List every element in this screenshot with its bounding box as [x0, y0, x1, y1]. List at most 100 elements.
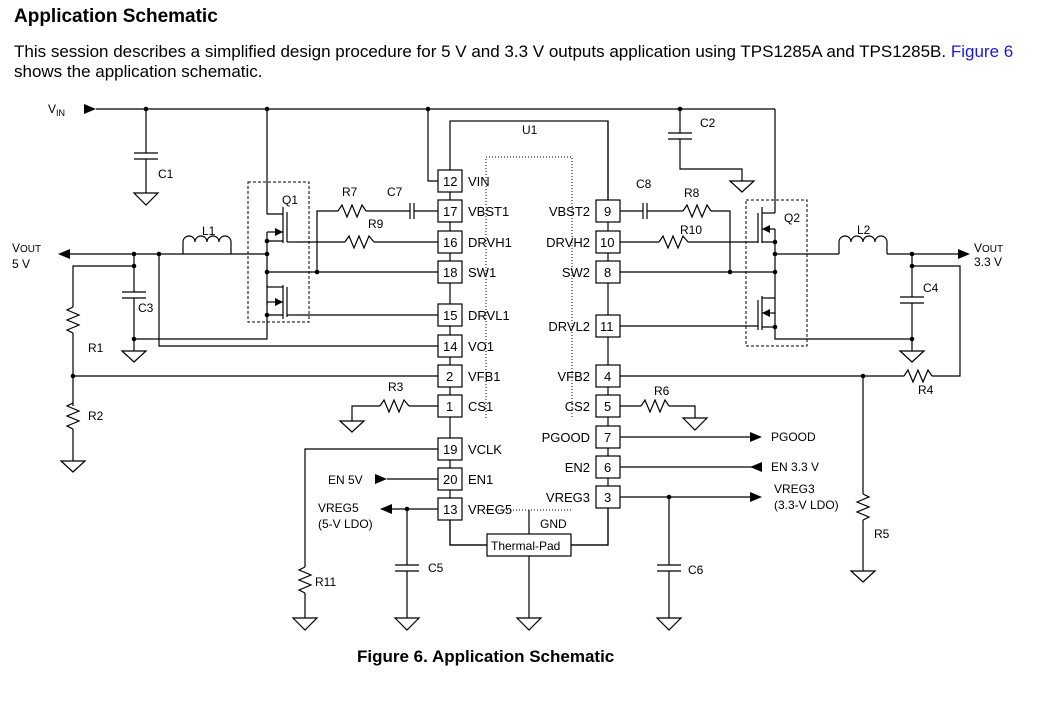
schematic-label: VCLK: [468, 442, 502, 457]
schematic-label: EN1: [468, 472, 493, 487]
schematic-label: C5: [428, 561, 444, 575]
pin-15: 15 DRVL1: [437, 303, 510, 327]
schematic-label: VREG5: [468, 502, 512, 517]
schematic-label: 11: [600, 319, 614, 334]
schematic-label: PGOOD: [542, 430, 590, 445]
figure-caption: Figure 6. Application Schematic: [357, 647, 615, 666]
schematic-label: C3: [138, 301, 154, 315]
schematic-label: C2: [700, 116, 716, 130]
section-heading: Application Schematic: [14, 6, 218, 27]
schematic-label: 4: [604, 369, 611, 384]
schematic-label: VFB1: [468, 369, 501, 384]
schematic-label: R1: [88, 341, 104, 355]
schematic-label: PGOOD: [771, 430, 816, 444]
schematic-label: DRVL2: [548, 319, 590, 334]
schematic-label: V: [48, 102, 56, 116]
vout-left-label: VOUT: [12, 241, 41, 255]
right-wiring: C2 Q2 C8 R8: [607, 109, 1003, 631]
schematic-label: 9: [604, 204, 611, 219]
schematic-label: 2: [446, 369, 453, 384]
schematic-label: 17: [443, 204, 457, 219]
schematic-label: VREG3: [546, 490, 590, 505]
vin-net: VIN: [48, 102, 776, 213]
left-wiring: Q1 R9 R7 C7: [12, 109, 609, 631]
schematic-label: Q1: [282, 193, 298, 207]
schematic-label: EN 5V: [328, 473, 363, 487]
schematic-label: DRVH2: [546, 235, 590, 250]
schematic-label: (3.3-V LDO): [774, 498, 839, 512]
schematic-label: 8: [604, 265, 611, 280]
pin-10: 10 DRVH2: [546, 230, 621, 254]
schematic-label: R9: [368, 217, 384, 231]
ic-u1: U1 Thermal-Pad GND: [449, 120, 609, 631]
schematic-label: 19: [443, 442, 457, 457]
schematic-label: 16: [443, 235, 457, 250]
pin-3: 3 VREG3: [546, 485, 621, 509]
schematic-label: VFB2: [557, 369, 590, 384]
schematic-label: C6: [688, 563, 704, 577]
schematic-label: CS2: [565, 399, 590, 414]
schematic-label: R6: [654, 384, 670, 398]
pin-7: 7 PGOOD: [542, 425, 621, 449]
figure-link[interactable]: Figure 6: [950, 42, 1014, 61]
pin-4: 4 VFB2: [557, 364, 621, 388]
schematic-label: 3.3 V: [974, 255, 1002, 269]
schematic-label: 13: [443, 502, 457, 517]
schematic-label: EN2: [565, 460, 590, 475]
paragraph-text-2: shows the application schematic.: [14, 62, 263, 81]
schematic-label: DRVL1: [468, 308, 510, 323]
vin-label: VIN: [48, 102, 65, 118]
pin-19: 19 VCLK: [437, 437, 502, 461]
vout-right-label: VOUT: [974, 241, 1003, 255]
schematic-label: VIN: [468, 174, 490, 189]
schematic-label: R4: [918, 383, 934, 397]
schematic-label: CS1: [468, 399, 493, 414]
pin-11: 11 DRVL2: [548, 314, 621, 338]
paragraph-text-1: This session describes a simplified desi…: [14, 42, 951, 61]
schematic-label: L1: [202, 224, 216, 238]
schematic-label: VO1: [468, 339, 494, 354]
schematic-label: (5-V LDO): [318, 517, 373, 531]
schematic-label: C7: [387, 185, 403, 199]
schematic-label: 12: [443, 174, 457, 189]
schematic-label: R2: [88, 409, 104, 423]
schematic-label: R11: [315, 575, 336, 589]
schematic-label: R10: [680, 223, 702, 237]
schematic-label: 20: [443, 472, 457, 487]
schematic-label: 3: [604, 490, 611, 505]
schematic-label: SW2: [562, 265, 590, 280]
description-paragraph: This session describes a simplified desi…: [14, 42, 1024, 82]
schematic-label: 10: [600, 235, 614, 250]
schematic-label: VREG3: [774, 482, 815, 496]
schematic-label: V: [12, 241, 20, 255]
schematic-label: 7: [604, 430, 611, 445]
pin-13: 13 VREG5: [437, 497, 512, 521]
schematic-label: 15: [443, 308, 457, 323]
schematic-label: IN: [56, 108, 65, 118]
schematic-label: OUT: [982, 244, 1003, 255]
pin-9: 9 VBST2: [549, 199, 621, 223]
schematic-label: Q2: [784, 211, 800, 225]
schematic-label: EN 3.3 V: [771, 460, 819, 474]
schematic-label: 6: [604, 460, 611, 475]
schematic-label: C4: [923, 281, 939, 295]
schematic-label: R7: [342, 185, 358, 199]
schematic-label: L2: [857, 223, 871, 237]
schematic-label: R8: [684, 186, 700, 200]
schematic-label: 1: [446, 399, 453, 414]
pin-12: 12 VIN: [437, 169, 490, 193]
pin-20: 20 EN1: [437, 467, 493, 491]
schematic-label: VBST2: [549, 204, 590, 219]
pin-1: 1 CS1: [437, 394, 493, 418]
thermal-pad-label: Thermal-Pad: [491, 539, 560, 553]
capacitor-c1: C1: [132, 109, 174, 206]
schematic-label: 18: [443, 265, 457, 280]
pin-2: 2 VFB1: [437, 364, 501, 388]
schematic-label: DRVH1: [468, 235, 512, 250]
pin-16: 16 DRVH1: [437, 230, 512, 254]
schematic-label: 14: [443, 339, 457, 354]
